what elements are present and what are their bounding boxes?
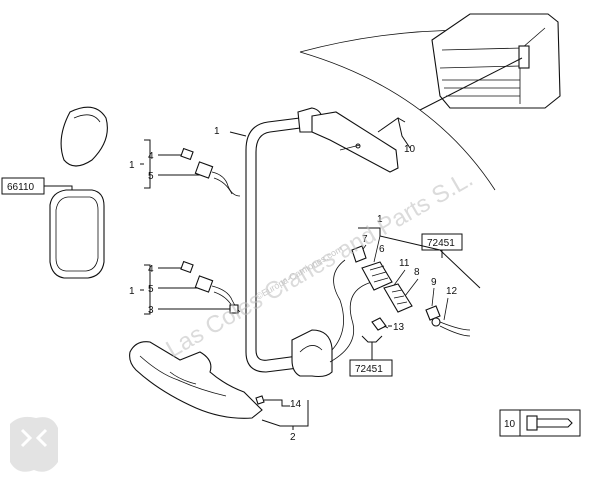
wire-harness [331,259,346,351]
ref-72451-top-label: 72451 [427,238,455,249]
ref-box-66110: 66110 [1,177,73,195]
watermark-logo [10,416,58,472]
ref-box-72451-top: 72451 [421,233,463,258]
callout-10: 10 [404,144,416,155]
wire-harness-2 [329,281,373,363]
callout-1-top: 1 [129,160,135,171]
callout-8: 8 [414,267,420,278]
connector-plug-top [180,147,241,197]
callout-7: 7 [362,234,368,245]
callout-12: 12 [446,286,458,297]
ref-72451-bottom-label: 72451 [355,364,383,375]
mirror-glass [49,189,105,279]
ref-66110-label: 66110 [7,182,35,193]
callout-2: 2 [290,432,296,443]
callout-group-top: 1 4 5 [129,139,200,189]
callout-14-2-group: 14 2 [255,395,309,443]
connector-housing [351,245,471,337]
callout-13: 13 [393,322,405,333]
ref-box-72451-bottom: 72451 [349,359,393,377]
callout-group-mid: 1 4 5 3 [129,264,230,316]
callout-1-mid: 1 [129,286,135,297]
callout-3: 3 [148,305,154,316]
callout-14: 14 [290,399,302,410]
callout-5-top: 5 [148,171,154,182]
legend-number: 10 [504,419,516,430]
mirror-cover [60,106,108,167]
screw-13-group: 13 [361,317,405,360]
bolt-icon [526,415,573,431]
connector-plug-mid [180,260,241,314]
callout-4-top: 4 [148,151,154,162]
callout-4-mid: 4 [148,264,154,275]
mirror-arm: 1 [214,107,399,378]
callout-5-mid: 5 [148,284,154,295]
legend-box: 10 [499,409,581,437]
cab-side-curve [299,51,496,191]
truck-cab-thumbnail [419,13,561,111]
callout-11: 11 [399,258,410,269]
connector-assembly-callouts: 1 6 7 11 8 9 12 [357,214,481,321]
callout-6: 6 [379,244,385,255]
callout-1-arm: 1 [214,126,220,137]
callout-9: 9 [431,277,437,288]
mirror-base-shield [129,341,263,419]
callout-10-group: 10 [377,117,416,155]
callout-1-conn: 1 [377,214,383,225]
